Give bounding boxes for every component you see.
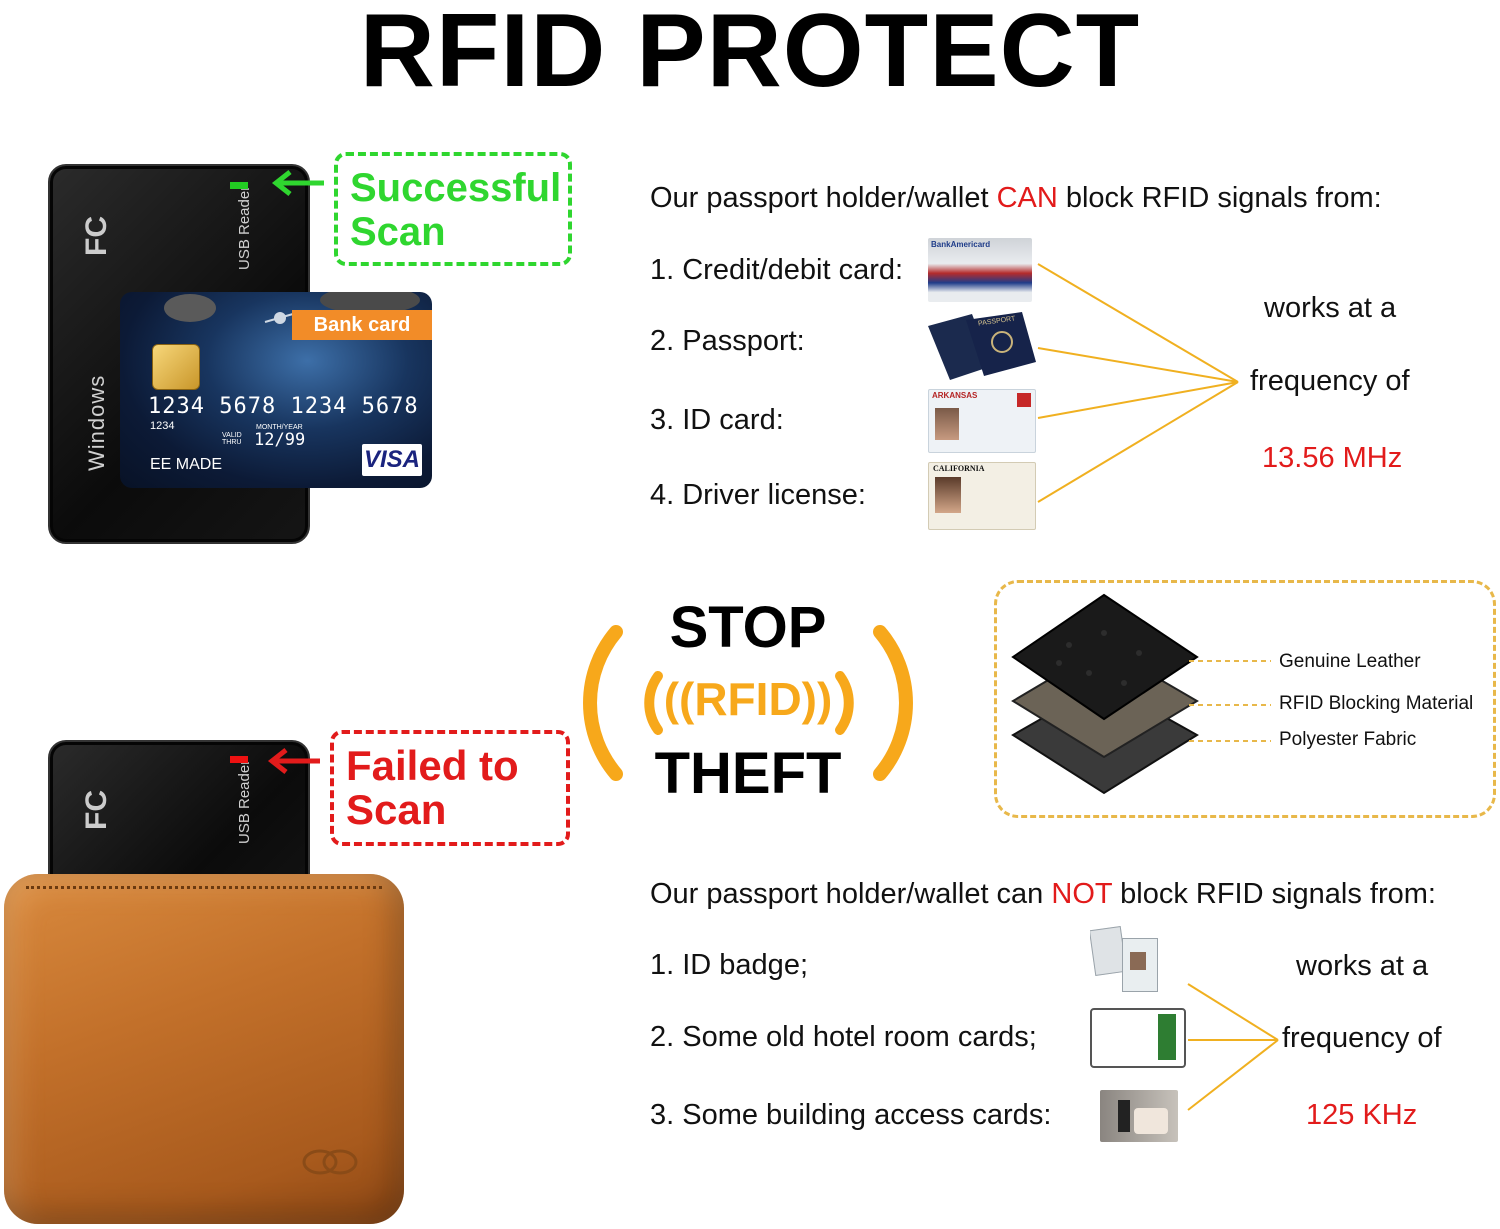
can-item-passport: 2. Passport: <box>650 325 805 357</box>
cannot-converge-lines <box>1187 983 1279 1111</box>
cannot-heading-pre: Our passport holder/wallet can <box>650 878 1052 910</box>
fail-callout: Failed to Scan <box>330 730 570 846</box>
page-title: RFID PROTECT <box>359 0 1141 109</box>
layers-leader-lines <box>1189 660 1271 742</box>
cannot-item-hotel-card: 2. Some old hotel room cards; <box>650 1021 1037 1053</box>
can-freq-value: 13.56 MHz <box>1262 442 1403 474</box>
layer-label-rfid: RFID Blocking Material <box>1279 693 1474 714</box>
stop-text: STOP <box>669 595 827 660</box>
driver-license-thumb-text: CALIFORNIA <box>933 464 985 473</box>
passport-icon <box>928 312 1036 380</box>
hotel-card-stripe <box>1158 1014 1176 1060</box>
layers-diagram-icon <box>1011 593 1199 795</box>
cannot-freq-line2: frequency of <box>1282 1022 1442 1054</box>
fc-mark-bottom: FC <box>80 790 113 830</box>
hotel-card-thumbnail <box>1090 1008 1186 1068</box>
cannot-freq-value: 125 KHz <box>1306 1099 1418 1131</box>
card-small-number: 1234 <box>150 420 175 432</box>
fail-callout-line2: Scan <box>346 786 447 833</box>
card-valid-label: VALID THRU <box>222 432 242 446</box>
success-callout: Successful Scan <box>334 152 572 266</box>
card-chip-icon <box>152 344 200 390</box>
layer-label-leather: Genuine Leather <box>1279 651 1421 672</box>
brand-logo-icon <box>302 1149 358 1175</box>
fc-mark: FC <box>80 216 113 256</box>
access-card-hand <box>1134 1108 1168 1134</box>
id-photo <box>935 408 959 440</box>
theft-text: THEFT <box>654 741 842 806</box>
badge-photo <box>1130 952 1146 970</box>
can-freq-line1: works at a <box>1264 292 1397 324</box>
reader-usb-label: USB Reader <box>236 185 253 270</box>
cannot-freq-line1: works at a <box>1296 950 1429 982</box>
can-heading-pre: Our passport holder/wallet <box>650 182 997 214</box>
card-number: 1234 5678 1234 5678 <box>148 394 419 419</box>
wallet-zipper <box>26 886 382 895</box>
card-month-year-label: MONTH/YEAR <box>256 424 303 431</box>
credit-card-thumbnail: BankAmericard <box>928 238 1032 302</box>
bank-card: Bank card 1234 5678 1234 5678 1234 VALID… <box>120 292 432 488</box>
rfid-waves-icon <box>583 625 913 781</box>
can-item-id-card: 3. ID card: <box>650 404 784 436</box>
cannot-block-heading: Our passport holder/wallet can NOT block… <box>650 878 1436 911</box>
success-led <box>230 182 248 189</box>
can-converge-lines <box>1037 263 1239 503</box>
leather-wallet <box>4 874 404 1224</box>
cannot-heading-post: block RFID signals from: <box>1112 878 1436 910</box>
reader-usb-label-bottom: USB Reader <box>236 759 253 844</box>
id-badge-thumbnail <box>1090 924 1162 996</box>
can-freq-line2: frequency of <box>1250 365 1410 397</box>
can-heading-post: block RFID signals from: <box>1057 182 1382 214</box>
reader-windows-label: Windows <box>84 374 109 471</box>
material-layers-panel: Genuine Leather RFID Blocking Material P… <box>994 580 1496 818</box>
success-callout-line2: Scan <box>350 210 446 254</box>
rfid-text: ((RFID)) <box>663 673 833 725</box>
can-item-driver-license: 4. Driver license: <box>650 479 866 511</box>
visa-logo: VISA <box>362 444 422 476</box>
cannot-item-access-card: 3. Some building access cards: <box>650 1099 1052 1131</box>
card-expiry: 12/99 <box>254 430 306 450</box>
cannot-heading-emphasis: NOT <box>1051 878 1113 910</box>
can-block-heading: Our passport holder/wallet CAN block RFI… <box>650 182 1382 215</box>
bank-card-badge: Bank card <box>292 310 432 340</box>
license-photo <box>935 477 961 513</box>
id-card-thumb-text: ARKANSAS <box>932 391 978 400</box>
fail-arrow-icon <box>267 748 320 774</box>
credit-card-thumb-text: BankAmericard <box>931 240 991 249</box>
fail-callout-line1: Failed to <box>346 742 519 789</box>
fail-led <box>230 756 248 763</box>
id-badge-red <box>1017 393 1031 407</box>
asteroid-decoration-icon <box>164 292 420 324</box>
access-reader-slot <box>1118 1100 1130 1132</box>
driver-license-thumbnail: CALIFORNIA <box>928 462 1036 530</box>
cannot-item-id-badge: 1. ID badge; <box>650 949 808 981</box>
can-item-credit-card: 1. Credit/debit card: <box>650 254 904 286</box>
passport-thumbnail: PASSPORT <box>926 310 1036 382</box>
can-heading-emphasis: CAN <box>996 182 1058 214</box>
success-callout-line1: Successful <box>350 166 562 210</box>
layer-label-polyester: Polyester Fabric <box>1279 729 1417 750</box>
success-arrow-icon <box>271 170 324 196</box>
access-card-thumbnail <box>1100 1090 1178 1142</box>
id-card-thumbnail: ARKANSAS <box>928 389 1036 453</box>
card-holder: EE MADE <box>150 456 223 473</box>
